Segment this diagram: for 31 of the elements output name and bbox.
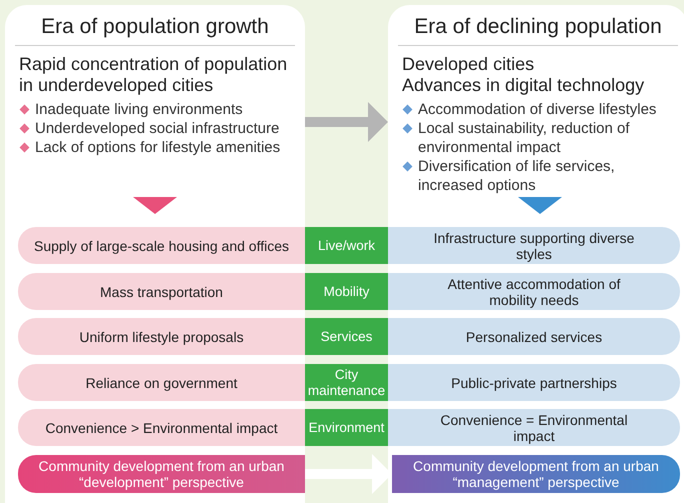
panel-subheading: Rapid concentration of population in underdeveloped cities xyxy=(19,54,288,96)
category-tag: City maintenance xyxy=(305,364,388,401)
past-approach-box: Convenience > Environmental impact xyxy=(18,409,305,446)
panel-subheading: Advances in digital technology xyxy=(402,75,646,96)
future-approach-box: Infrastructure supporting diverse styles xyxy=(388,227,680,264)
past-approach-box: Mass transportation xyxy=(18,273,305,310)
panel-subheading: Developed cities xyxy=(402,54,536,75)
arrow xyxy=(305,102,388,142)
panel-heading: Era of declining population xyxy=(398,5,678,46)
era-panel xyxy=(5,5,305,503)
past-approach-box: Uniform lifestyle proposals xyxy=(18,318,305,355)
era-panel xyxy=(388,5,684,503)
future-approach-box: Convenience = Environmental impact xyxy=(388,409,680,446)
bullet-text: Lack of options for lifestyle amenities xyxy=(35,138,280,157)
perspective-banner: Community development from an urban “management” perspective xyxy=(392,455,680,493)
future-approach-box: Personalized services xyxy=(388,318,680,355)
bullet-text: Inadequate living environments xyxy=(35,100,243,119)
category-tag: Live/work xyxy=(305,227,388,264)
category-tag: Mobility xyxy=(305,273,388,310)
perspective-banner: Community development from an urban “development” perspective xyxy=(18,455,305,493)
bullet-text: Local sustainability, reduction of environmental impact xyxy=(418,119,631,157)
panel-heading: Era of population growth xyxy=(15,5,295,46)
past-approach-box: Reliance on government xyxy=(18,364,305,401)
bullet-text: Accommodation of diverse lifestyles xyxy=(418,100,656,119)
category-tag: Services xyxy=(305,318,388,355)
future-approach-box: Attentive accommodation of mobility needs xyxy=(388,273,680,310)
bullet-text: Underdeveloped social infrastructure xyxy=(35,119,280,138)
future-approach-box: Public-private partnerships xyxy=(388,364,680,401)
past-approach-box: Supply of large-scale housing and offices xyxy=(18,227,305,264)
category-tag: Environment xyxy=(305,409,388,446)
bullet-text: Diversification of life services, increased options xyxy=(418,157,616,195)
